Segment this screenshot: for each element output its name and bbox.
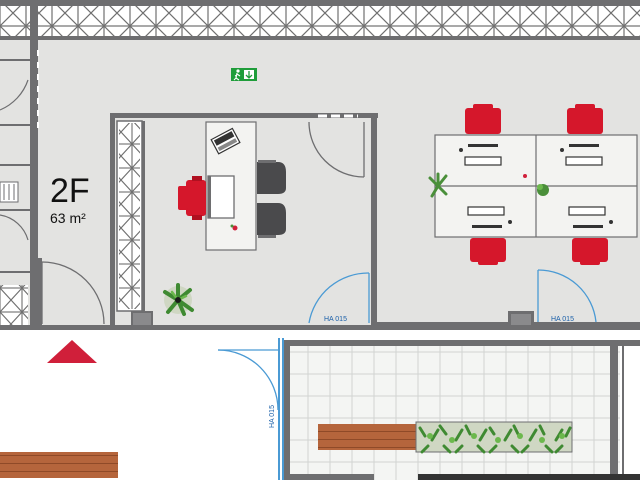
monitor-icon — [568, 206, 613, 228]
tiled-corridor — [278, 338, 640, 480]
radiator-icon — [0, 181, 19, 203]
monitor-icon — [467, 206, 512, 228]
entrance-door — [38, 258, 105, 326]
laptop-icon — [210, 127, 241, 155]
monitor-icon — [560, 144, 603, 166]
laptop-open-icon — [207, 175, 235, 219]
wooden-bench — [318, 424, 416, 450]
door-ha015-vertical: HA 015 — [217, 349, 279, 428]
workstation-cluster — [434, 134, 638, 238]
office-chairs-grey — [257, 160, 286, 238]
office-room-walls — [110, 113, 378, 333]
planter — [415, 421, 573, 454]
monitor-icon — [459, 144, 502, 166]
door-tag-right: HA 015 — [551, 316, 574, 323]
desk-chairs-red — [465, 104, 608, 265]
zone-name: 2F — [50, 172, 90, 210]
door-tag-left: HA 015 — [324, 316, 347, 323]
wooden-bench-left — [0, 452, 118, 478]
exit-sign-icon — [231, 68, 257, 81]
left-corridor — [0, 0, 38, 330]
plant-icon — [537, 184, 549, 196]
plant-icon — [428, 172, 448, 198]
plant-icon — [230, 224, 238, 231]
entrance-arrow-icon — [47, 340, 97, 363]
door-tag-vertical: HA 015 — [269, 405, 276, 428]
roof-truss — [0, 0, 640, 40]
office-chair-red — [178, 176, 206, 220]
plant-icon — [163, 283, 194, 316]
office-desk — [205, 121, 257, 251]
zone-area: 63 m² — [50, 210, 86, 226]
